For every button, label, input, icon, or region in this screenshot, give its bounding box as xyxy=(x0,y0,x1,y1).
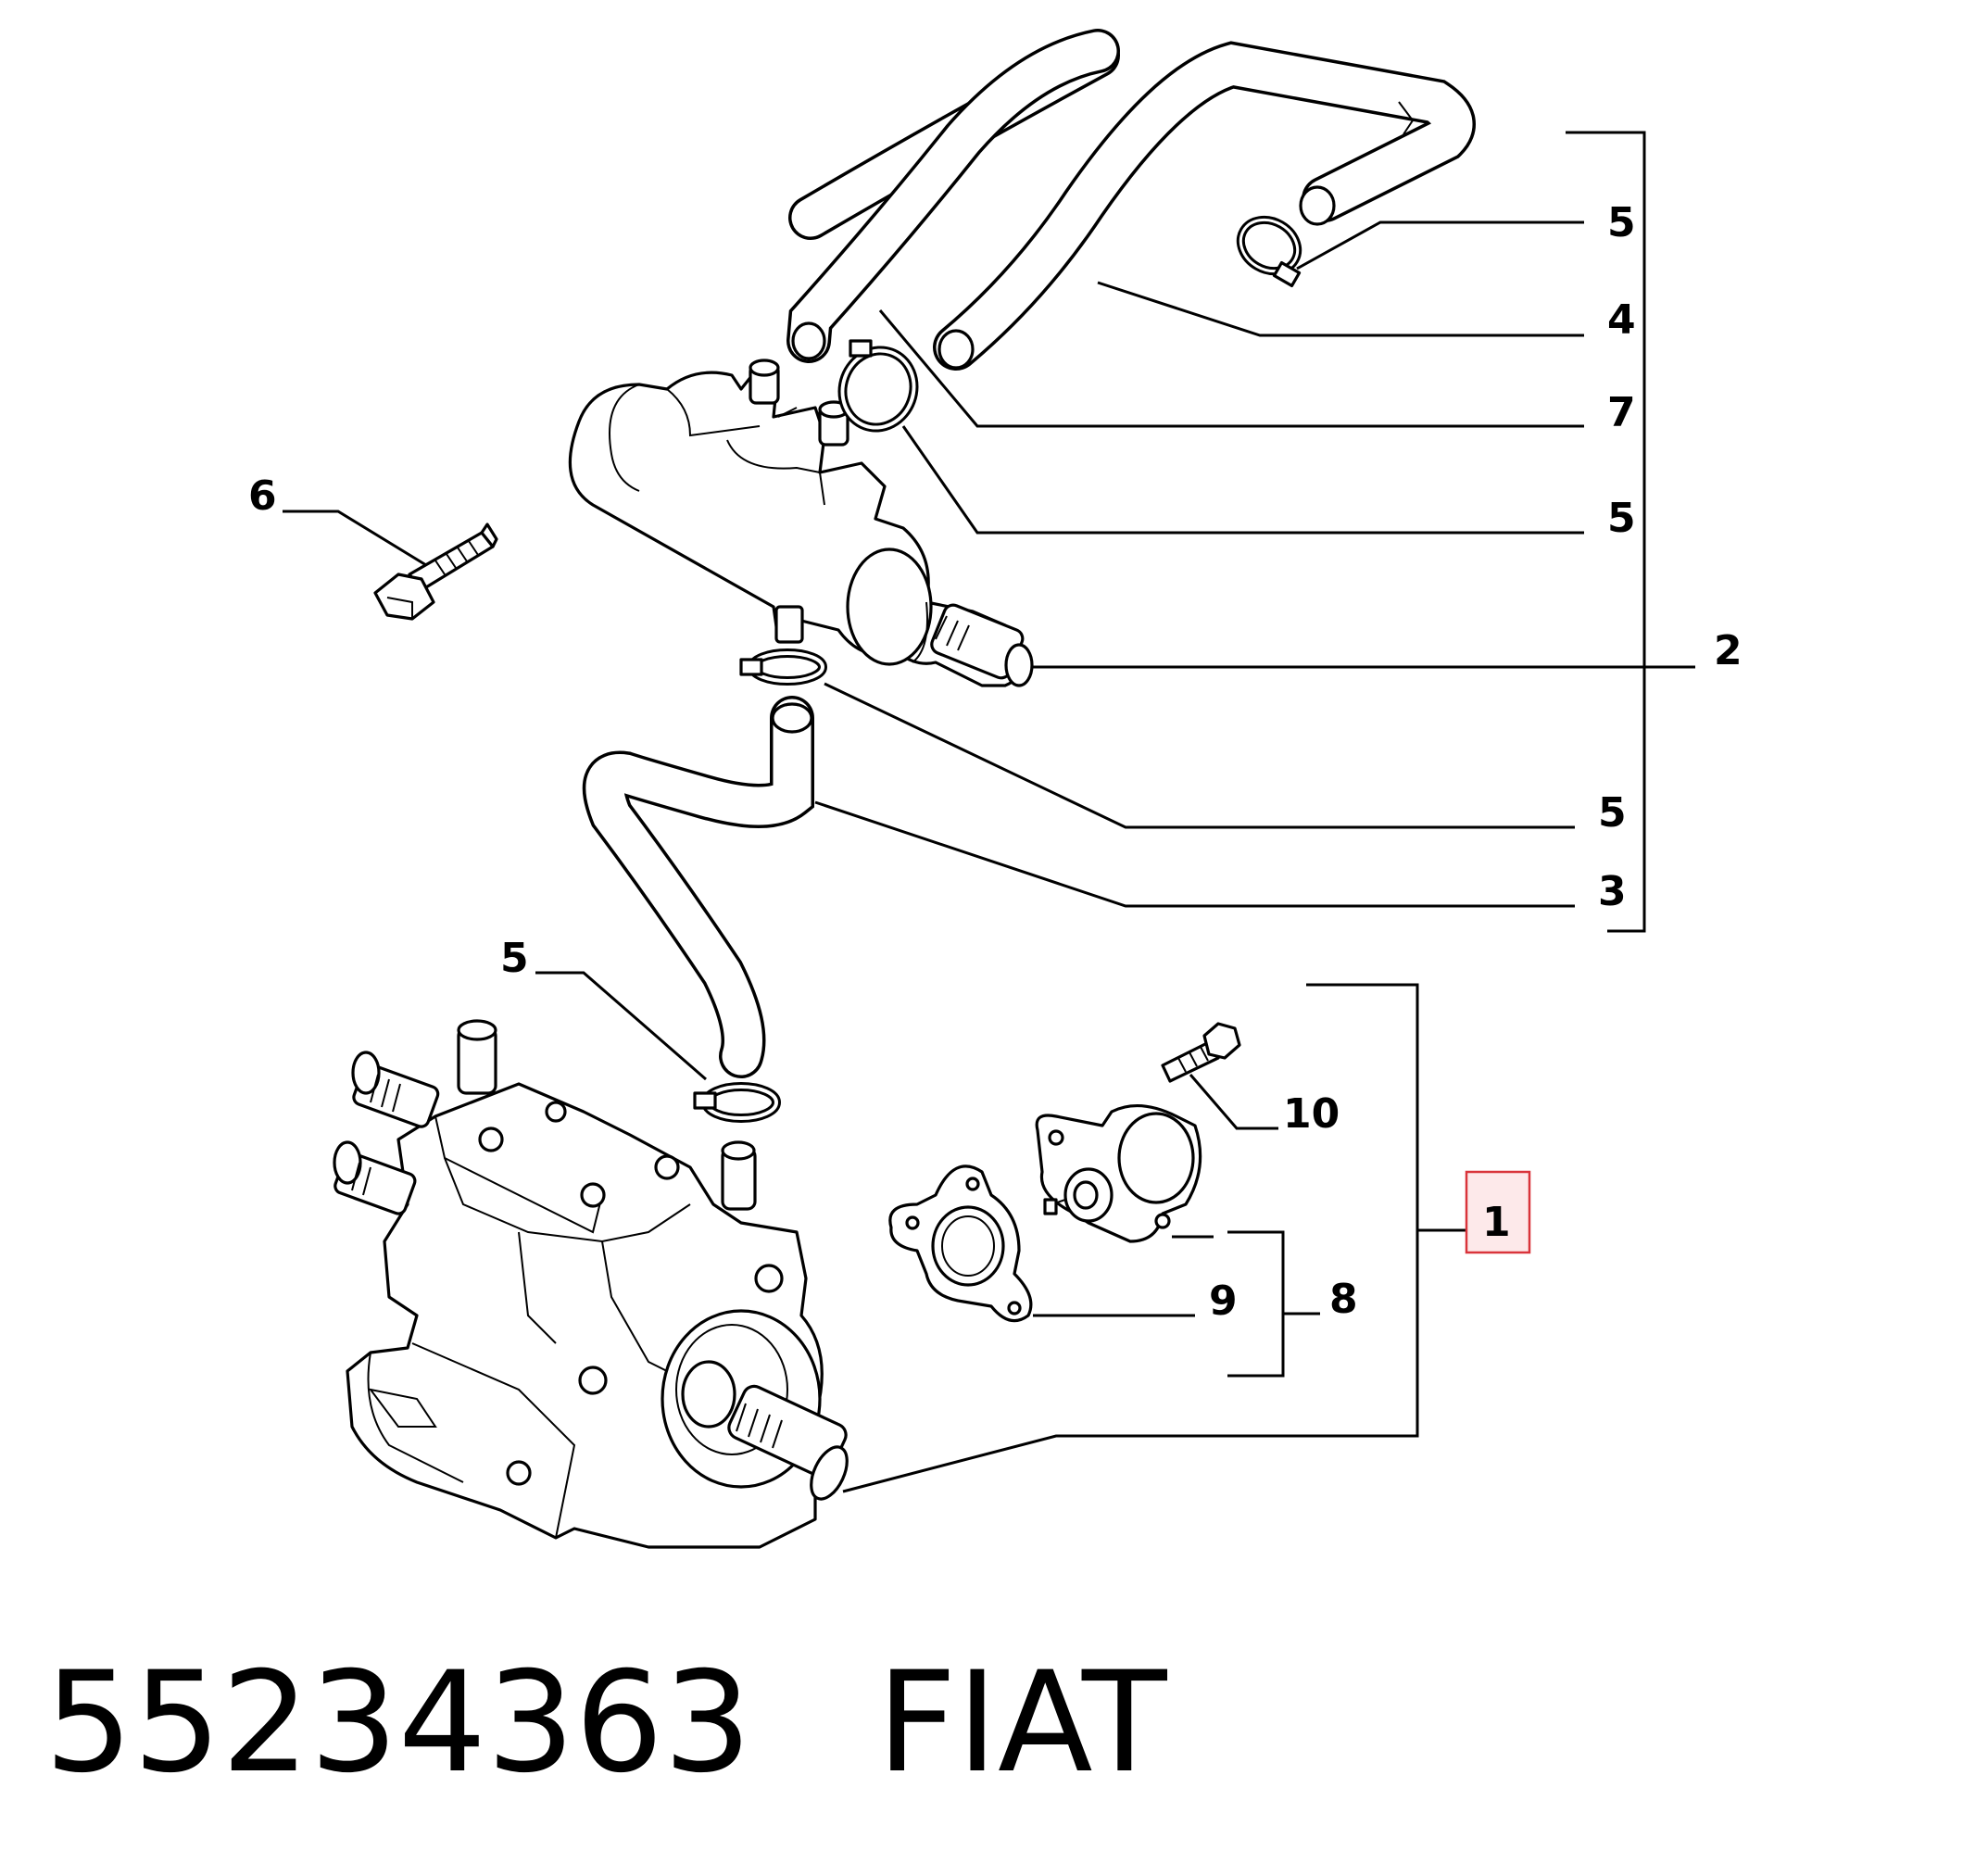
callout-1-highlight xyxy=(1465,1170,1531,1254)
pump-inlet-stubs xyxy=(333,1019,757,1215)
callout-4[interactable]: 4 xyxy=(1607,296,1636,344)
pump-shaft xyxy=(727,1384,849,1501)
leader-3 xyxy=(814,800,1575,908)
leader-5b xyxy=(901,425,1584,535)
bolt-10 xyxy=(1161,1022,1241,1083)
bracket-group-2 xyxy=(1566,131,1646,933)
clamp-top-right xyxy=(1236,215,1302,288)
callout-2[interactable]: 2 xyxy=(1714,627,1743,674)
callout-5-upper[interactable]: 5 xyxy=(1607,495,1636,542)
gasket-9 xyxy=(888,1164,1033,1323)
leader-5c xyxy=(824,682,1575,829)
callout-9[interactable]: 9 xyxy=(1209,1278,1238,1325)
callout-5-top[interactable]: 5 xyxy=(1607,199,1636,246)
clamp-mid xyxy=(739,648,827,686)
leader-10 xyxy=(1189,1074,1278,1130)
callout-8[interactable]: 8 xyxy=(1329,1276,1358,1323)
callout-3[interactable]: 3 xyxy=(1598,868,1627,915)
clamp-7 xyxy=(837,339,919,433)
fuel-filter xyxy=(568,359,1034,687)
bolt-6 xyxy=(373,522,498,621)
callout-10[interactable]: 10 xyxy=(1283,1090,1340,1138)
leader-7 xyxy=(878,309,1584,428)
bracket-group-8 xyxy=(1227,1230,1285,1378)
callout-6[interactable]: 6 xyxy=(248,472,277,520)
callout-5-lower[interactable]: 5 xyxy=(500,935,529,982)
callout-5-middle[interactable]: 5 xyxy=(1598,789,1627,837)
leader-6 xyxy=(283,510,427,567)
brand-name: FIAT xyxy=(876,1643,1167,1804)
pressure-regulator xyxy=(1035,1103,1202,1243)
part-caption: 55234363 FIAT xyxy=(44,1640,1167,1806)
hose-upper-left-end xyxy=(791,321,826,360)
hose-3 xyxy=(582,696,814,1078)
hose-4 xyxy=(933,41,1476,371)
clamp-lower xyxy=(693,1082,781,1123)
parts-diagram: 5 4 7 5 6 2 5 3 5 10 1 9 8 xyxy=(248,29,1743,1549)
callout-7[interactable]: 7 xyxy=(1607,389,1636,436)
leader-4 xyxy=(1097,281,1584,337)
part-number: 55234363 xyxy=(44,1643,752,1804)
bracket-group-1 xyxy=(842,983,1419,1493)
filter-outlet-stub xyxy=(930,603,1034,687)
leader-5d xyxy=(535,971,707,1081)
callout-1[interactable]: 1 xyxy=(1482,1199,1511,1246)
high-pressure-pump xyxy=(333,1019,849,1549)
leader-5a xyxy=(1296,220,1584,271)
filter-bottom-stub xyxy=(774,605,804,644)
